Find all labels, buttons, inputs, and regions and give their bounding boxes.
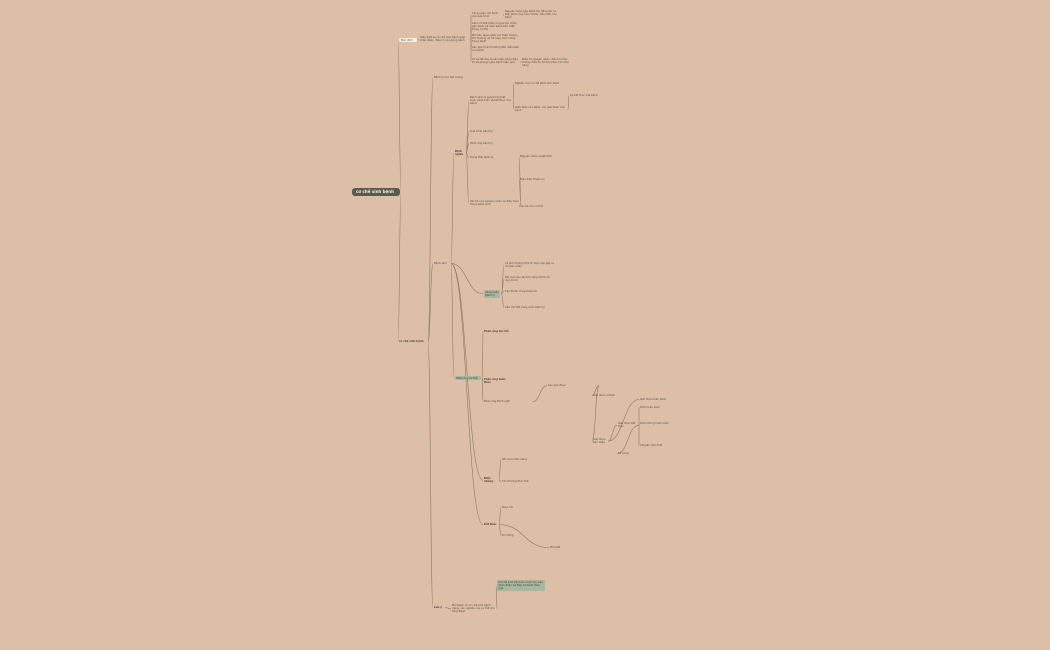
connector-line [591,385,600,396]
topic-node[interactable]: Di chứng [502,534,514,537]
topic-node[interactable]: Rối loạn chức năng [502,458,527,461]
connector-line [498,459,502,481]
topic-node[interactable]: Định nghĩa [455,150,464,157]
topic-node[interactable]: Là hiện tượng một rối loạn này gây ra rố… [505,262,555,269]
connector-line [427,77,434,342]
topic-node[interactable]: Mối liên quan giữa các triệu chứng, tổn … [472,34,518,44]
topic-node[interactable]: Nghiên cứu cơ chế phát sinh bệnh [515,82,560,85]
connector-line [450,263,484,481]
connector-line [417,38,420,41]
connector-line [465,143,470,154]
topic-node[interactable]: Cơ sở để đưa ra các biện pháp điều trị v… [472,58,518,65]
connector-line [512,100,515,110]
topic-node[interactable]: Tổng quan các bước của quá trình [472,12,499,19]
topic-node[interactable]: Giai đoạn kết thúc [618,422,636,429]
connector-line [450,152,455,264]
connector-line [607,399,640,442]
connector-line [482,377,484,402]
connector-line [518,179,522,204]
topic-node[interactable]: Tổn thương thực thể [502,480,529,483]
topic-node[interactable]: Giai đoạn toàn phát [640,398,666,401]
topic-node[interactable]: Phản ứng bệnh lý [470,142,493,145]
topic-node[interactable]: Mục đích [399,38,417,43]
topic-node[interactable]: Giai đoạn ủ bệnh [593,394,616,397]
topic-node[interactable]: Vai trò của nguyên nhân và điều kiện tro… [470,200,519,207]
topic-node[interactable]: Cần cắt đứt vòng xoắn bệnh lý [505,306,545,309]
topic-node[interactable]: Vai trò của cơ thể [520,205,543,208]
topic-node[interactable]: Biến chứng [484,477,493,484]
connector-line [532,385,548,402]
topic-node[interactable]: Tử vong [618,452,629,455]
topic-node[interactable]: Trạng thái bệnh lý [470,156,494,159]
connector-line [397,191,402,342]
topic-node[interactable]: Mỗi bệnh có cơ chế sinh bệnh riêng, cần … [452,604,495,614]
topic-node[interactable]: Khỏi hoàn toàn [640,406,660,409]
connector-line [450,263,484,525]
connector-line [498,524,502,536]
connector-line [512,83,515,102]
connector-line [450,263,455,379]
connector-line [450,263,484,295]
connector-line [591,385,600,442]
topic-node[interactable]: Cơ chế sinh bệnh là cơ sở cho việc chẩn … [497,580,546,591]
topic-node[interactable]: Kết thúc [484,523,497,526]
connector-line [498,507,502,525]
topic-node[interactable]: Các yếu tố ảnh hưởng đến diễn biến của b… [472,46,520,53]
connector-line [498,479,502,482]
topic-node[interactable]: Phản ứng cơ thể [455,376,482,381]
connector-line [607,424,618,442]
connector-line [498,524,550,548]
topic-node[interactable]: Điều trị nguyên nhân, điều trị triệu chứ… [522,58,570,68]
topic-node[interactable]: Cách cơ thể phản ứng lại tác nhân gây bệ… [472,22,517,32]
topic-node[interactable]: Phục hồi [502,506,514,509]
topic-node[interactable]: Diễn biến của bệnh, các giai đoạn của bệ… [515,106,565,113]
topic-node[interactable]: Khỏi không hoàn toàn [640,422,669,425]
topic-node[interactable]: cơ chế sinh bệnh [399,340,424,343]
topic-node[interactable]: Lưu ý [434,606,442,609]
topic-node[interactable]: Sự kết thúc của bệnh [570,94,598,97]
connector-line [567,95,570,110]
topic-node[interactable]: Tái phát [550,546,561,549]
topic-node[interactable]: Phản ứng thích nghi [484,400,510,403]
connector-line [465,100,470,154]
topic-node[interactable]: Nguyên nhân gây bệnh tác động lên cơ thể… [505,10,557,20]
topic-node[interactable]: Quá trình bệnh lý [470,130,493,133]
topic-node[interactable]: Bệnh sinh [434,262,447,265]
topic-node[interactable]: Tạo thành vòng khép kín [505,290,538,293]
topic-node[interactable]: Phản ứng toàn thân [484,378,506,385]
connector-line [495,585,498,610]
connector-line [465,152,470,158]
topic-node[interactable]: Giai đoạn tiền triệu [593,438,606,445]
connector-line [427,263,434,342]
root-node[interactable]: cơ chế sinh bệnh [352,188,400,196]
topic-node[interactable]: Các giai đoạn [548,384,566,387]
topic-node[interactable]: Điều kiện thuận lợi [520,178,545,181]
topic-node[interactable]: Bệnh sinh là quá trình phát sinh, phát t… [470,96,511,106]
topic-node[interactable]: Vòng xoắn bệnh lý [484,290,501,298]
topic-node[interactable]: Phản ứng tại chỗ [484,330,509,333]
topic-node[interactable]: Bệnh lý học đại cương [434,76,463,79]
connector-line [444,607,452,610]
connector-line [427,341,434,608]
connector-line [465,152,470,204]
topic-node[interactable]: Nguyên nhân quyết định [520,155,553,158]
connector-line [616,424,640,454]
topic-node[interactable]: Hiểu biết về cơ chế sinh bệnh giúp chẩn … [420,36,466,43]
connector-line [501,278,505,295]
connector-line [501,293,505,308]
connector-line [518,202,522,207]
connector-line [482,331,484,379]
topic-node[interactable]: Chuyển mạn tính [640,444,663,447]
topic-node[interactable]: Rối loạn sau lại làm nặng thêm rối loạn … [505,276,550,283]
connector-line [397,39,402,193]
